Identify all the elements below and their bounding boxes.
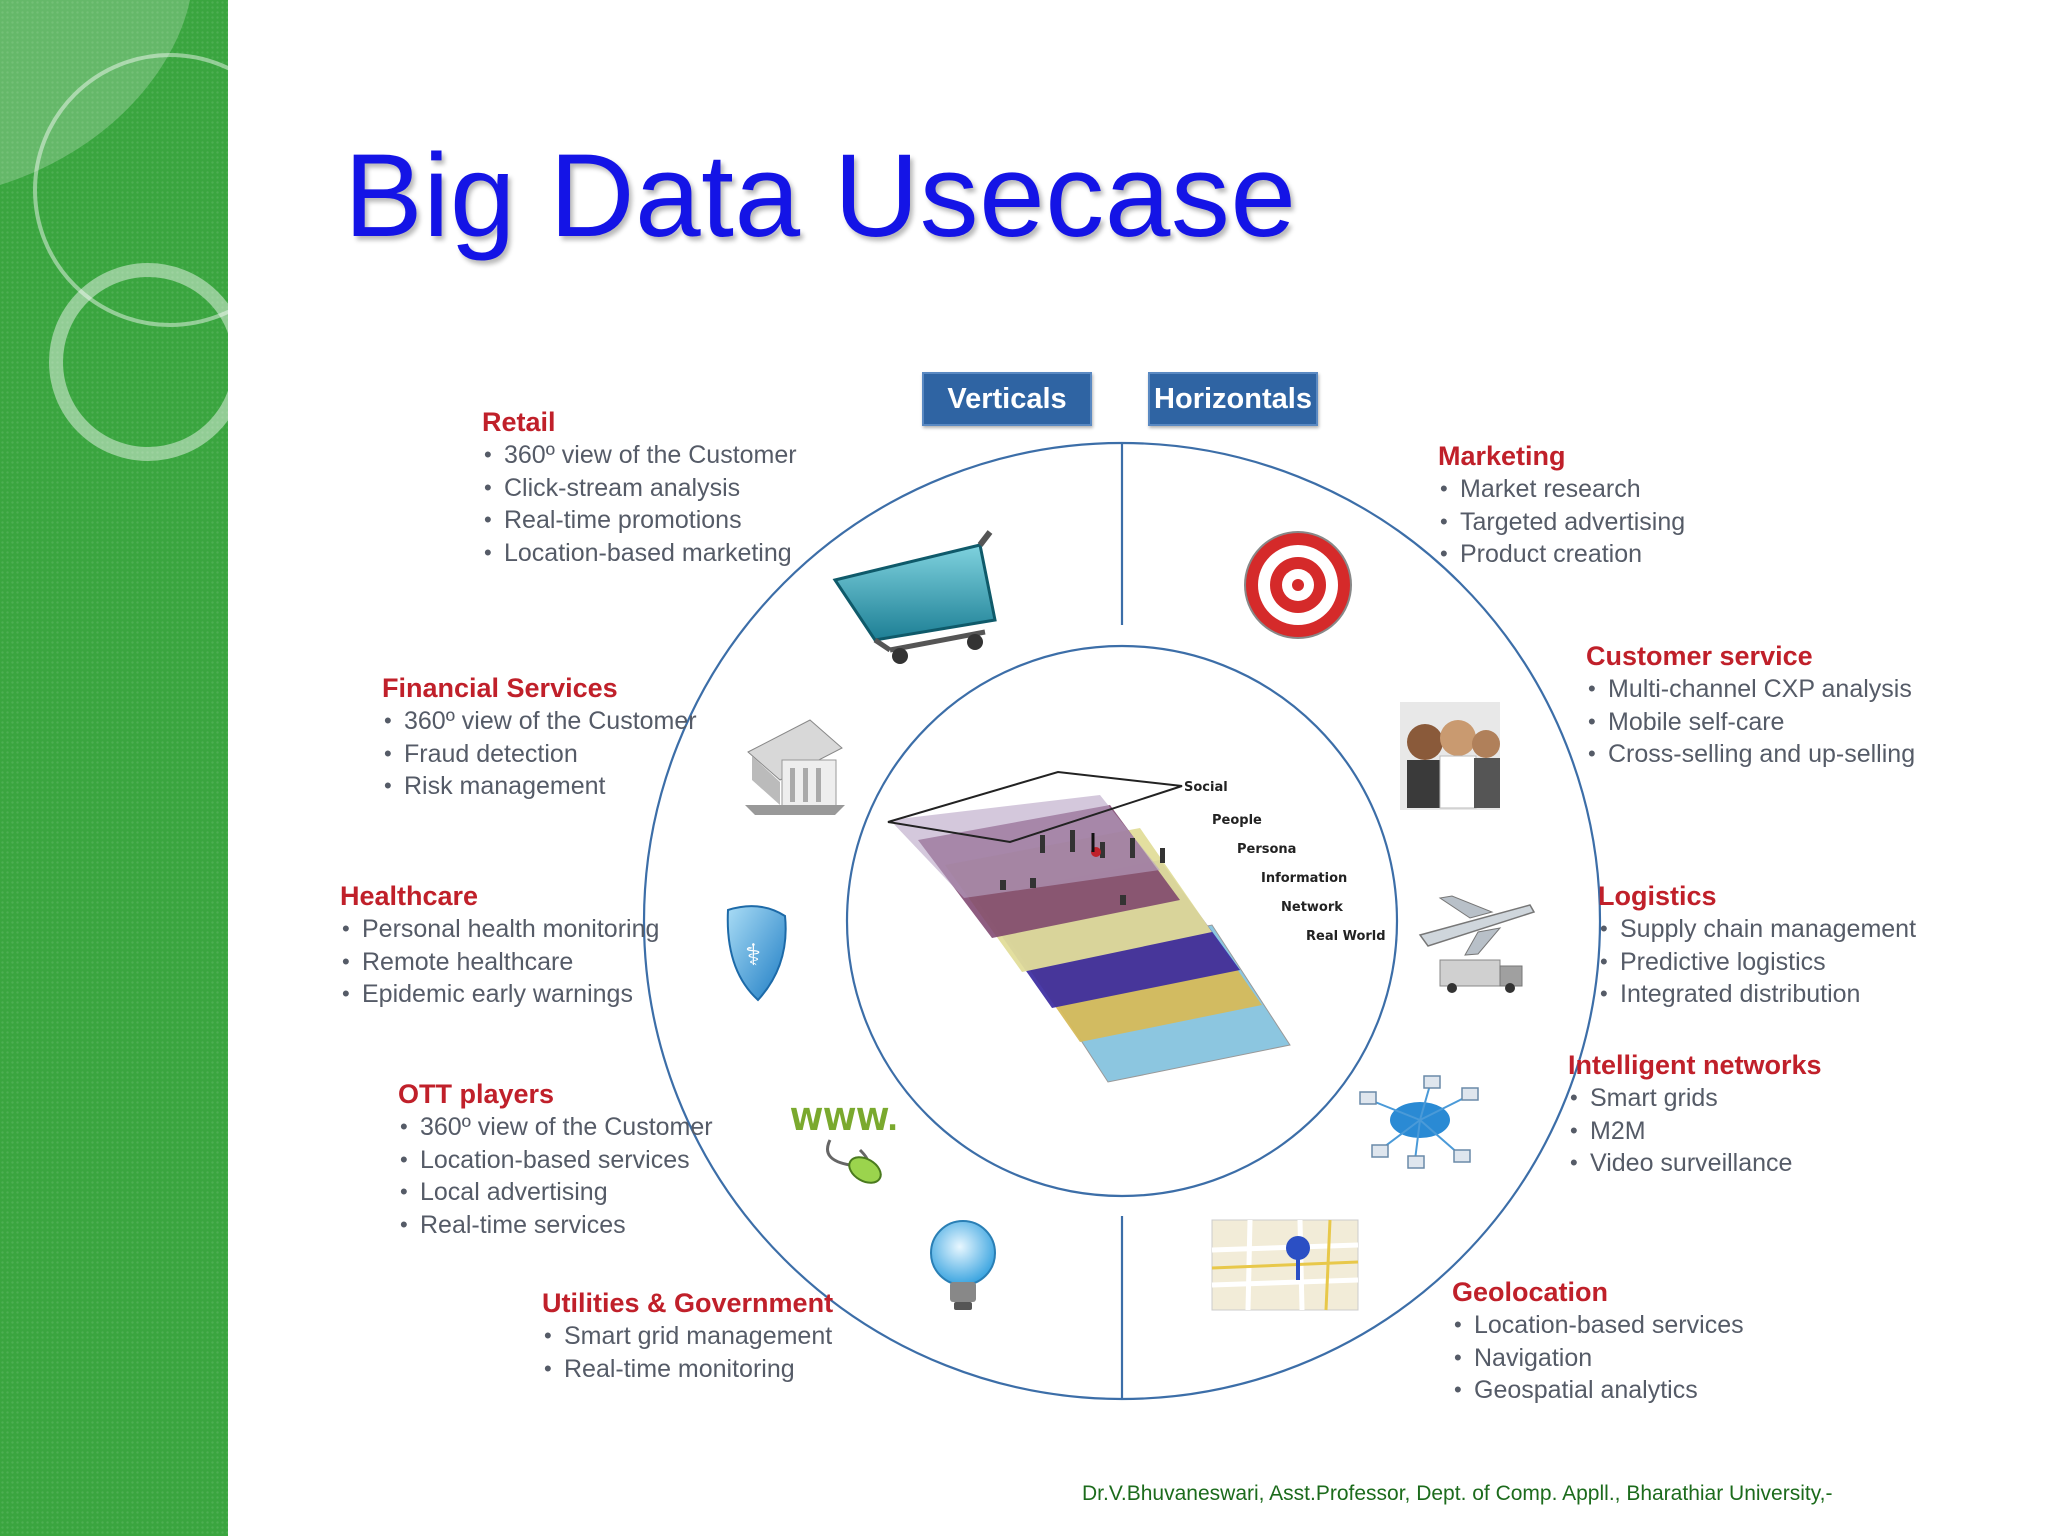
item-list: Market research Targeted advertising Pro… [1438,473,1685,571]
category-heading: Marketing [1438,441,1566,471]
item-list: Personal health monitoring Remote health… [340,913,659,1011]
vertical-ott-players: OTT players 360º view of the Customer Lo… [398,1078,713,1241]
item-list: 360º view of the Customer Fraud detectio… [382,705,697,803]
svg-text:⚕: ⚕ [745,938,761,973]
horizontals-header: Horizontals [1148,372,1318,426]
list-item: Product creation [1438,538,1685,571]
list-item: Geospatial analytics [1452,1374,1744,1407]
item-list: Supply chain management Predictive logis… [1598,913,1916,1011]
light-bulb-icon [930,1220,996,1310]
list-item: M2M [1568,1115,1822,1148]
list-item: Integrated distribution [1598,978,1916,1011]
layer-label-persona: Persona [1237,842,1296,857]
health-shield-icon: ⚕ [726,905,787,1002]
www-mouse-icon: WWW. [790,1103,898,1184]
horizontal-intelligent-networks: Intelligent networks Smart grids M2M Vid… [1568,1049,1822,1180]
list-item: Market research [1438,473,1685,506]
list-item: 360º view of the Customer [398,1111,713,1144]
list-item: Fraud detection [382,738,697,771]
vertical-healthcare: Healthcare Personal health monitoring Re… [340,880,659,1011]
layer-label-information: Information [1261,871,1347,886]
bank-building-icon [745,719,845,815]
category-heading: Intelligent networks [1568,1050,1822,1080]
item-list: Smart grids M2M Video surveillance [1568,1082,1822,1180]
verticals-header: Verticals [922,372,1092,426]
list-item: 360º view of the Customer [482,439,797,472]
list-item: Smart grid management [542,1320,833,1353]
decorative-sidebar [0,0,228,1536]
list-item: Multi-channel CXP analysis [1586,673,1915,706]
category-heading: Retail [482,407,556,437]
list-item: Location-based marketing [482,537,797,570]
horizontal-marketing: Marketing Market research Targeted adver… [1438,440,1685,571]
category-heading: Financial Services [382,673,618,703]
list-item: Video surveillance [1568,1147,1822,1180]
list-item: 360º view of the Customer [382,705,697,738]
list-item: Click-stream analysis [482,472,797,505]
decorative-circles [0,0,228,461]
item-list: 360º view of the Customer Click-stream a… [482,439,797,569]
list-item: Supply chain management [1598,913,1916,946]
list-item: Smart grids [1568,1082,1822,1115]
list-item: Risk management [382,770,697,803]
category-heading: Healthcare [340,881,479,911]
category-heading: Utilities & Government [542,1288,834,1318]
page-title: Big Data Usecase [344,130,1297,262]
list-item: Navigation [1452,1342,1744,1375]
layer-label-real-world: Real World [1306,929,1386,944]
call-center-agents-icon [1400,702,1500,810]
layer-label-social: Social [1184,780,1228,795]
horizontal-logistics: Logistics Supply chain management Predic… [1598,880,1916,1011]
airplane-truck-icon [1418,895,1536,993]
layer-label-network: Network [1281,900,1343,915]
list-item: Location-based services [1452,1309,1744,1342]
list-item: Mobile self-care [1586,706,1915,739]
category-heading: Logistics [1598,881,1717,911]
item-list: 360º view of the Customer Location-based… [398,1111,713,1241]
list-item: Predictive logistics [1598,946,1916,979]
category-heading: Geolocation [1452,1277,1609,1307]
layer-labels: Social People Persona Information Networ… [1184,780,1386,944]
item-list: Smart grid management Real-time monitori… [542,1320,833,1385]
list-item: Remote healthcare [340,946,659,979]
list-item: Real-time promotions [482,504,797,537]
list-item: Personal health monitoring [340,913,659,946]
category-heading: Customer service [1586,641,1813,671]
shopping-cart-icon [832,530,997,664]
layer-label-people: People [1212,813,1262,828]
list-item: Local advertising [398,1176,713,1209]
network-hub-icon [1359,1075,1479,1169]
list-item: Cross-selling and up-selling [1586,738,1915,771]
footer-credit: Dr.V.Bhuvaneswari, Asst.Professor, Dept.… [1082,1482,1833,1505]
item-list: Location-based services Navigation Geosp… [1452,1309,1744,1407]
horizontal-geolocation: Geolocation Location-based services Navi… [1452,1276,1744,1407]
list-item: Location-based services [398,1144,713,1177]
vertical-utilities-government: Utilities & Government Smart grid manage… [542,1287,833,1385]
map-pin-icon [1211,1219,1359,1311]
category-heading: OTT players [398,1079,555,1109]
target-icon [1244,531,1352,639]
svg-text:WWW.: WWW. [790,1103,898,1138]
item-list: Multi-channel CXP analysis Mobile self-c… [1586,673,1915,771]
list-item: Real-time services [398,1209,713,1242]
vertical-retail: Retail 360º view of the Customer Click-s… [482,406,797,569]
list-item: Real-time monitoring [542,1353,833,1386]
horizontal-customer-service: Customer service Multi-channel CXP analy… [1586,640,1915,771]
list-item: Targeted advertising [1438,506,1685,539]
layered-world-graphic [887,770,1291,1083]
list-item: Epidemic early warnings [340,978,659,1011]
vertical-financial-services: Financial Services 360º view of the Cust… [382,672,697,803]
